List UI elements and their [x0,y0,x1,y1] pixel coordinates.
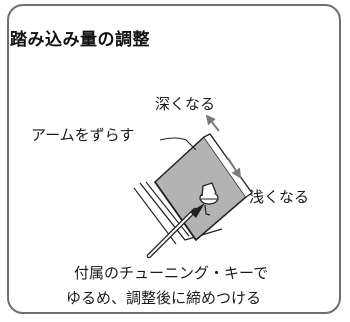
instruction-line-2: ゆるめ、調整後に締めつける [66,289,262,307]
arm-leader-line [159,137,197,151]
shallower-label: 浅くなる [249,188,310,206]
instruction-line-1: 付属のチューニング・キーで [74,264,269,282]
adjustment-panel [7,4,341,314]
deeper-arrow [205,114,220,132]
arm-label: アームをずらす [31,126,135,144]
deeper-label: 深くなる [155,95,216,113]
shallower-arrow [227,157,242,179]
panel-title: 踏み込み量の調整 [10,30,150,50]
tuning-key-pointer [146,203,205,259]
bolt-icon [199,182,219,216]
